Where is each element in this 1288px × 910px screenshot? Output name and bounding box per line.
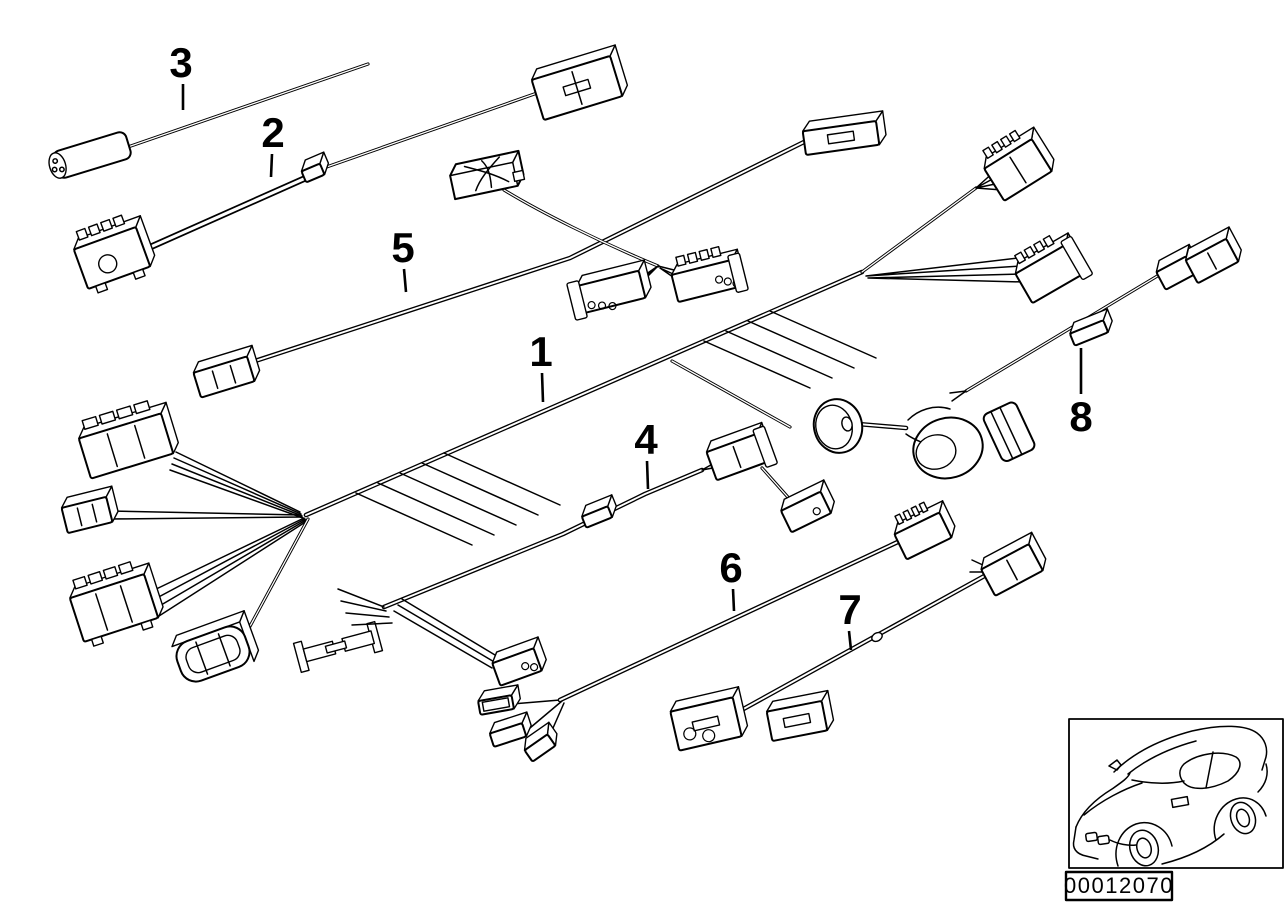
connector-p1-tr-connector-a (982, 126, 1055, 202)
connector-p2-antenna-plug (73, 214, 156, 294)
cable-ferrule (871, 631, 883, 643)
part-number-plate: 00012070 (1064, 870, 1174, 902)
mounting-clip (292, 620, 384, 674)
connectors-layer (60, 44, 1242, 762)
connector-p8-flag (1069, 308, 1113, 347)
svg-text:1: 1 (529, 328, 552, 375)
harness-2 (142, 90, 542, 253)
connector-p1-left-connector-a (78, 400, 179, 480)
connector-p5-flag-connector (801, 110, 887, 156)
connector-p6-terminal-b (523, 721, 558, 762)
connector-p7-cover-block (765, 689, 835, 742)
svg-text:2: 2 (261, 109, 284, 156)
callout-4: 4 (634, 416, 658, 490)
connector-p6-flag-terminal (477, 684, 521, 716)
connector-p1-left-connector-c (69, 561, 164, 647)
connector-p6-terminal-a (488, 711, 532, 748)
connector-p8-connector-b (1184, 226, 1242, 284)
part-number: 00012070 (1064, 873, 1174, 898)
connector-p4-box-connector (705, 421, 778, 481)
connector-p4-end-connector (780, 479, 835, 533)
harness-5 (249, 138, 809, 365)
connector-p5-mid-connector-b (670, 245, 749, 303)
callout-2: 2 (261, 109, 285, 178)
connector-p4-inline-connector (491, 636, 547, 687)
bulb-socket (905, 401, 1036, 480)
callout-8: 8 (1069, 348, 1093, 440)
callout-5: 5 (391, 224, 415, 293)
connector-p2-head-connector (530, 44, 629, 121)
connector-p5-mid-connector-a (566, 259, 652, 321)
connector-p1-oval-connector (171, 610, 260, 683)
harness-7 (735, 559, 991, 715)
connector-p7-socket-connector (669, 686, 749, 752)
connector-p1-tr-connector-b (1014, 232, 1093, 304)
callout-7: 7 (838, 586, 862, 651)
connector-p6-end-connector (893, 500, 956, 560)
harness-1 (109, 169, 1036, 674)
connector-p1-left-connector-b (60, 485, 119, 534)
callout-1: 1 (529, 328, 553, 403)
svg-text:5: 5 (391, 224, 414, 271)
svg-text:7: 7 (838, 586, 861, 633)
svg-text:6: 6 (719, 544, 742, 591)
connector-p5-lower-connector (192, 344, 261, 399)
svg-text:8: 8 (1069, 393, 1092, 440)
callout-3: 3 (169, 39, 193, 110)
harness-3 (48, 62, 370, 179)
connector-p4-sleeve (581, 494, 617, 529)
cylindrical-connector (48, 131, 132, 179)
svg-text:3: 3 (169, 39, 192, 86)
grommet (812, 398, 864, 454)
callout-6: 6 (719, 544, 743, 612)
harness-6 (511, 537, 905, 745)
callouts-layer: 1 2 3 4 5 6 7 8 (169, 39, 1093, 651)
svg-text:4: 4 (634, 416, 658, 463)
harness-8 (949, 270, 1166, 402)
pad-connector (449, 149, 526, 201)
connector-p2-ferrule (300, 151, 330, 183)
car-icon (1068, 718, 1284, 869)
connector-p7-end-connector (980, 531, 1047, 597)
